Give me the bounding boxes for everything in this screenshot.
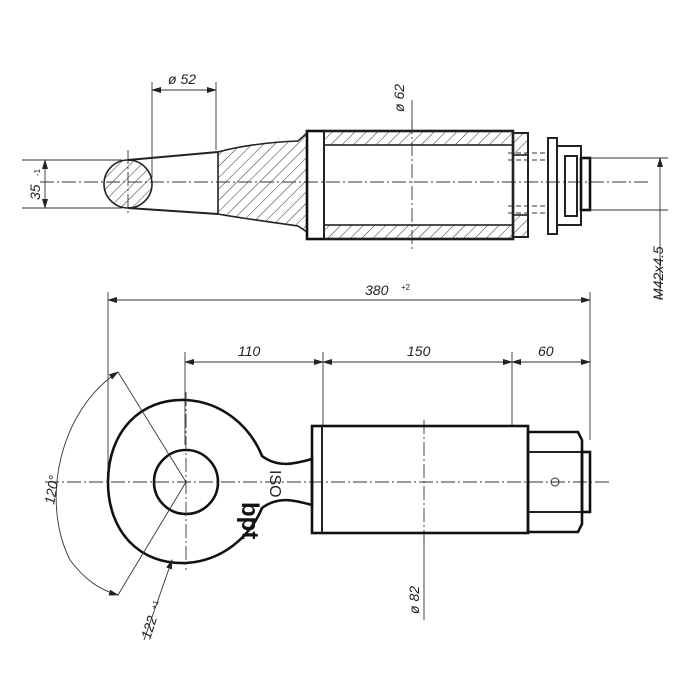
- label-380-tol: +2: [401, 283, 411, 292]
- hex-nut: [526, 430, 584, 534]
- label-150: 150: [407, 343, 431, 359]
- bolt-stub: [580, 450, 592, 514]
- angle-ray-bottom: [117, 481, 187, 596]
- label-d82: ø 82: [406, 586, 422, 614]
- tube-wall-bottom: [323, 224, 514, 240]
- end-cap-outline: [512, 132, 529, 238]
- hatched-boss: [217, 131, 308, 234]
- iso-mark: ISO: [266, 470, 283, 498]
- end-cap-bottom: [512, 214, 529, 238]
- nut-pin: [550, 477, 560, 487]
- tube-wall-top: [323, 130, 514, 146]
- label-35-tol: -1: [33, 168, 42, 176]
- angle-arc-120: [55, 371, 119, 596]
- label-m42: M42x4.5: [650, 246, 666, 300]
- angle-ray-top: [117, 371, 187, 483]
- tapered-neck: [127, 151, 219, 215]
- dim-line-122: [143, 559, 173, 641]
- washer: [547, 137, 558, 235]
- label-60: 60: [538, 343, 554, 359]
- label-122-tol: +1: [149, 599, 161, 611]
- top-view: ø 52 ø 62 35 -1 M42x4.5: [22, 71, 668, 300]
- label-380: 380: [365, 282, 389, 298]
- label-120: 120°: [41, 474, 62, 506]
- front-view: 380 +2 110 150 60 120° 122 +1 bpt ISO: [41, 282, 610, 641]
- body: [310, 424, 530, 535]
- thread-lines: [508, 152, 548, 214]
- nut-inner: [564, 155, 578, 217]
- label-35: 35: [27, 184, 43, 200]
- label-122: 122: [138, 614, 161, 641]
- bpt-mark: bpt: [236, 502, 263, 539]
- label-110: 110: [238, 343, 261, 359]
- label-d52: ø 52: [168, 71, 196, 87]
- label-d62: ø 62: [391, 84, 407, 112]
- end-cap-top: [512, 132, 529, 156]
- bolt-end: [579, 156, 592, 212]
- body-tube-outline: [305, 129, 515, 241]
